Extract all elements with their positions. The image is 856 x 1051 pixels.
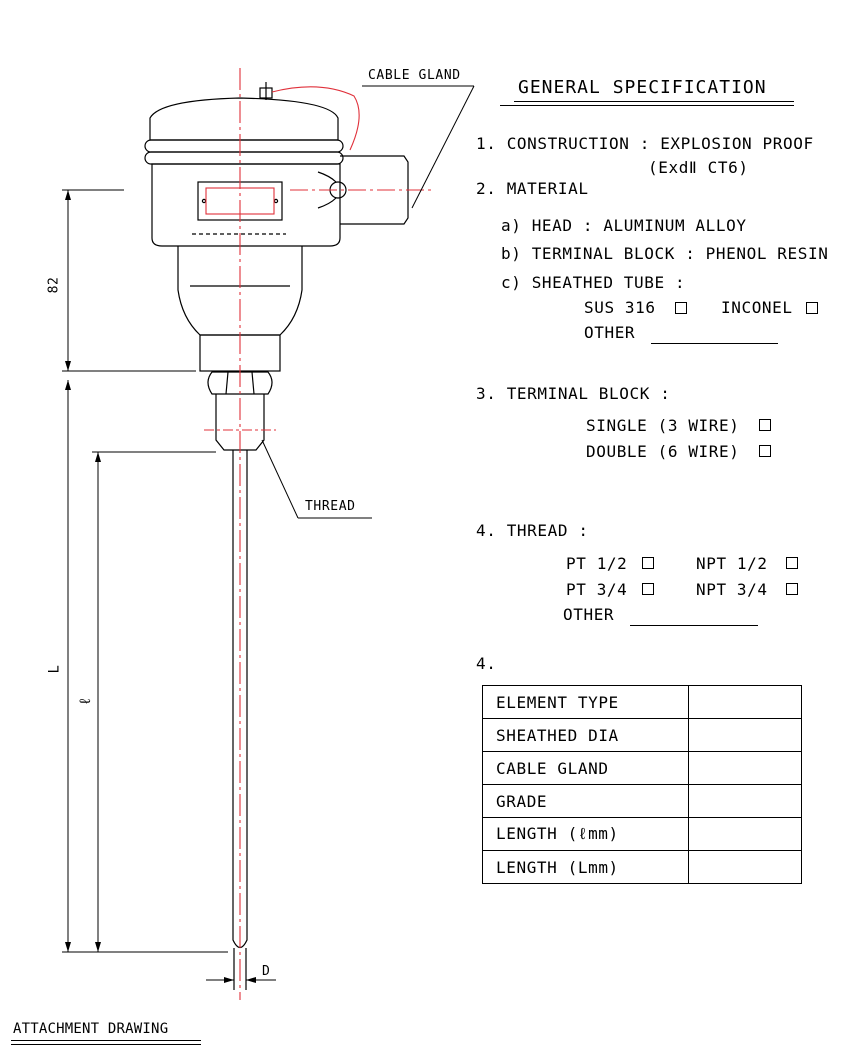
option-npt12: NPT 1/2 <box>696 554 768 573</box>
table-label: LENGTH (Lmm) <box>482 850 689 884</box>
cable-gland-leader <box>411 85 475 209</box>
table-row: ELEMENT TYPE <box>482 685 802 719</box>
checkbox-npt34[interactable] <box>786 583 798 595</box>
table-row: LENGTH (Lmm) <box>482 850 802 884</box>
name-plate-inner <box>205 187 275 215</box>
checkbox-inconel[interactable] <box>806 302 818 314</box>
checkbox-pt12[interactable] <box>642 557 654 569</box>
table-label: GRADE <box>482 784 689 818</box>
table-label: SHEATHED DIA <box>482 718 689 752</box>
option-single: SINGLE (3 WIRE) <box>586 416 740 435</box>
head-band-2 <box>144 151 344 165</box>
cable-gland-label: CABLE GLAND <box>368 68 461 83</box>
spec-sheathed-tube: c) SHEATHED TUBE : <box>501 273 686 292</box>
spec-table: ELEMENT TYPE SHEATHED DIA CABLE GLAND GR… <box>482 685 802 884</box>
table-value[interactable] <box>688 751 802 785</box>
option-inconel: INCONEL <box>721 298 793 317</box>
ground-wire <box>271 86 360 151</box>
option-npt34: NPT 3/4 <box>696 580 768 599</box>
checkbox-sus316[interactable] <box>675 302 687 314</box>
table-row: SHEATHED DIA <box>482 718 802 752</box>
spec-item-4b: 4. <box>476 654 497 673</box>
table-value[interactable] <box>688 685 802 719</box>
thread-leader <box>261 439 299 519</box>
head-cover <box>149 97 339 141</box>
table-value[interactable] <box>688 784 802 818</box>
spec-construction: 1. CONSTRUCTION : EXPLOSION PROOF <box>476 134 814 153</box>
option-pt34: PT 3/4 <box>566 580 628 599</box>
checkbox-pt34[interactable] <box>642 583 654 595</box>
attachment-drawing-title: ATTACHMENT DRAWING <box>13 1021 169 1037</box>
dim-L-label: L <box>46 664 63 674</box>
checkbox-single[interactable] <box>759 419 771 431</box>
spec-thread: 4. THREAD : <box>476 521 589 540</box>
dim-D-label: D <box>262 964 271 979</box>
spec-title: GENERAL SPECIFICATION <box>518 77 767 98</box>
table-label: ELEMENT TYPE <box>482 685 689 719</box>
cable-entry-arc <box>317 171 337 209</box>
head-band-1 <box>144 139 344 153</box>
table-value[interactable] <box>688 718 802 752</box>
spec-head: a) HEAD : ALUMINUM ALLOY <box>501 216 747 235</box>
option-sus316: SUS 316 <box>584 298 656 317</box>
table-label: CABLE GLAND <box>482 751 689 785</box>
spec-material: 2. MATERIAL <box>476 179 589 198</box>
option-other-tube: OTHER <box>584 323 636 342</box>
table-label: LENGTH (ℓmm) <box>482 817 689 851</box>
table-row: GRADE <box>482 784 802 818</box>
spec-construction-code: (ExdⅡ CT6) <box>648 158 749 177</box>
dim-82-label: 82 <box>46 276 62 294</box>
checkbox-double[interactable] <box>759 445 771 457</box>
option-other-thread: OTHER <box>563 605 615 624</box>
table-value[interactable] <box>688 817 802 851</box>
table-row: LENGTH (ℓmm) <box>482 817 802 851</box>
table-row: CABLE GLAND <box>482 751 802 785</box>
checkbox-npt12[interactable] <box>786 557 798 569</box>
spec-terminal-block: 3. TERMINAL BLOCK : <box>476 384 671 403</box>
table-value[interactable] <box>688 850 802 884</box>
dim-l-label: ℓ <box>75 696 94 706</box>
option-double: DOUBLE (6 WIRE) <box>586 442 740 461</box>
head-body <box>151 163 341 247</box>
spec-terminal-block-material: b) TERMINAL BLOCK : PHENOL RESIN <box>501 244 829 263</box>
option-pt12: PT 1/2 <box>566 554 628 573</box>
thread-label: THREAD <box>305 499 356 514</box>
hex-nut <box>207 371 273 395</box>
other-thread-blank[interactable] <box>630 625 758 626</box>
other-tube-blank[interactable] <box>651 343 778 344</box>
